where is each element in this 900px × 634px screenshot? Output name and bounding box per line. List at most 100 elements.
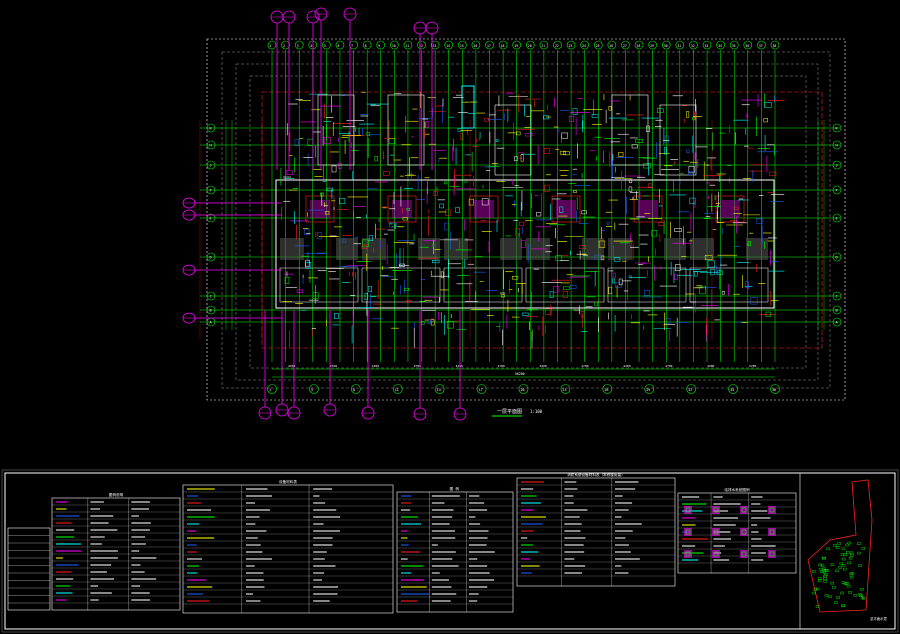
fixture-symbol (323, 137, 331, 144)
fixture-symbol (421, 321, 425, 325)
fixture-symbol (317, 232, 322, 240)
stair-hatch (556, 200, 576, 218)
legend-panel-title: 消防系统设备材料表（本栋楼用量） (567, 472, 625, 477)
keyplan-building (812, 570, 816, 573)
grid-label-top: 18 (501, 44, 505, 48)
fixture-symbol (686, 111, 690, 118)
grid-bubble-top (580, 40, 589, 50)
stair-hatch (720, 200, 740, 218)
legend-panel-title: 图 例 (450, 486, 460, 491)
keyplan-building (822, 570, 826, 574)
legend-panel-title: 给排水系统图例 (724, 487, 750, 492)
grid-bubble-top (689, 40, 698, 50)
fixture-symbol (339, 198, 346, 204)
fixture-symbol (648, 183, 653, 189)
grid-bubble-left (206, 291, 216, 301)
dimension-text: 4200 (623, 364, 630, 368)
legend-fixture-icon (768, 528, 776, 536)
grid-label-top: 20 (528, 44, 532, 48)
keyplan-building (835, 546, 840, 549)
grid-bubble-bottom (770, 384, 780, 394)
grid-label-top: 34 (718, 44, 722, 48)
grid-label-top: 3 (297, 44, 299, 48)
grid-label-left: D (210, 256, 212, 260)
keyplan-building (843, 553, 847, 557)
legend-panel (182, 484, 394, 614)
keyplan-building (834, 601, 838, 604)
grid-label-bottom: 35 (730, 388, 734, 392)
fixture-symbol (707, 260, 715, 268)
legend-fixture-icon-inner (769, 529, 775, 535)
grid-bubble-top (498, 40, 508, 50)
grid-label-top: 22 (555, 44, 559, 48)
room-outline (525, 267, 605, 303)
fixture-symbol (519, 221, 525, 227)
grid-bubble-top (743, 40, 753, 50)
grid-label-left: C (210, 295, 212, 299)
keyplan-building (857, 551, 861, 555)
keyplan-frame (799, 472, 896, 630)
upper-core (317, 94, 355, 166)
fixture-symbol (594, 301, 598, 307)
grid-bubble-bottom (728, 384, 738, 394)
fixture-symbol (514, 156, 518, 162)
fixture-symbol (525, 133, 533, 137)
keyplan-building (849, 551, 854, 555)
keyplan-building (832, 586, 836, 589)
fixture-symbol (689, 197, 696, 205)
fixture-symbol (606, 221, 610, 225)
grid-bubble-bottom (518, 384, 529, 394)
legend-panel-title: 设备材料表 (279, 479, 297, 484)
grid-bubble-right (832, 213, 842, 223)
keyplan-building (841, 604, 846, 608)
fixture-symbol (721, 291, 725, 295)
dimension-total: 56200 (515, 372, 525, 376)
fixture-symbol (651, 230, 658, 237)
fixture-symbol (572, 108, 578, 115)
grid-bubble-bottom (644, 384, 655, 394)
grid-label-top: 29 (650, 44, 654, 48)
keyplan-building (822, 567, 826, 571)
grid-bubble-top (648, 40, 657, 50)
fixture-symbol (439, 203, 444, 209)
fixture-symbol (591, 114, 599, 118)
fixture-symbol (457, 128, 462, 132)
keyplan-building (818, 567, 823, 571)
grid-label-right: C (836, 295, 838, 299)
grid-bubble-top (417, 40, 426, 50)
fixture-symbol (561, 132, 569, 139)
site-boundary-0 (221, 51, 831, 389)
grid-label-right: J (836, 164, 838, 168)
fixture-symbol (430, 319, 435, 326)
grid-bubble-top (267, 40, 277, 50)
legend-panel (677, 492, 797, 574)
legend-fixture-icon (684, 528, 692, 536)
legend-fixture-icon-inner (769, 551, 775, 557)
fixture-symbol (320, 192, 325, 197)
fixture-symbol (447, 320, 454, 329)
grid-label-top: 6 (337, 44, 339, 48)
fixture-symbol (581, 210, 587, 215)
title-block-outer (1, 469, 899, 633)
cyan-shaft (461, 85, 475, 129)
grid-label-top: 24 (582, 44, 586, 48)
keyplan-building (820, 570, 824, 574)
dimension-text: 4200 (456, 364, 463, 368)
fixture-symbol (312, 292, 319, 299)
fixture-symbol (664, 147, 667, 155)
grid-label-top: 37 (759, 44, 763, 48)
hatched-room (608, 238, 632, 260)
fixture-symbol (444, 222, 450, 231)
fixture-symbol (568, 116, 574, 122)
grid-label-top: 12 (419, 44, 423, 48)
fixture-symbol (553, 286, 559, 293)
keyplan-building (817, 577, 822, 580)
small-table (7, 527, 51, 611)
grid-label-bottom: 32 (688, 388, 692, 392)
keyplan-site-boundary (807, 479, 873, 613)
keyplan-building (825, 569, 829, 572)
fixture-symbol (618, 278, 623, 286)
fixture-symbol (601, 255, 605, 261)
grid-label-bottom: 11 (395, 388, 399, 392)
grid-label-top: 17 (487, 44, 491, 48)
